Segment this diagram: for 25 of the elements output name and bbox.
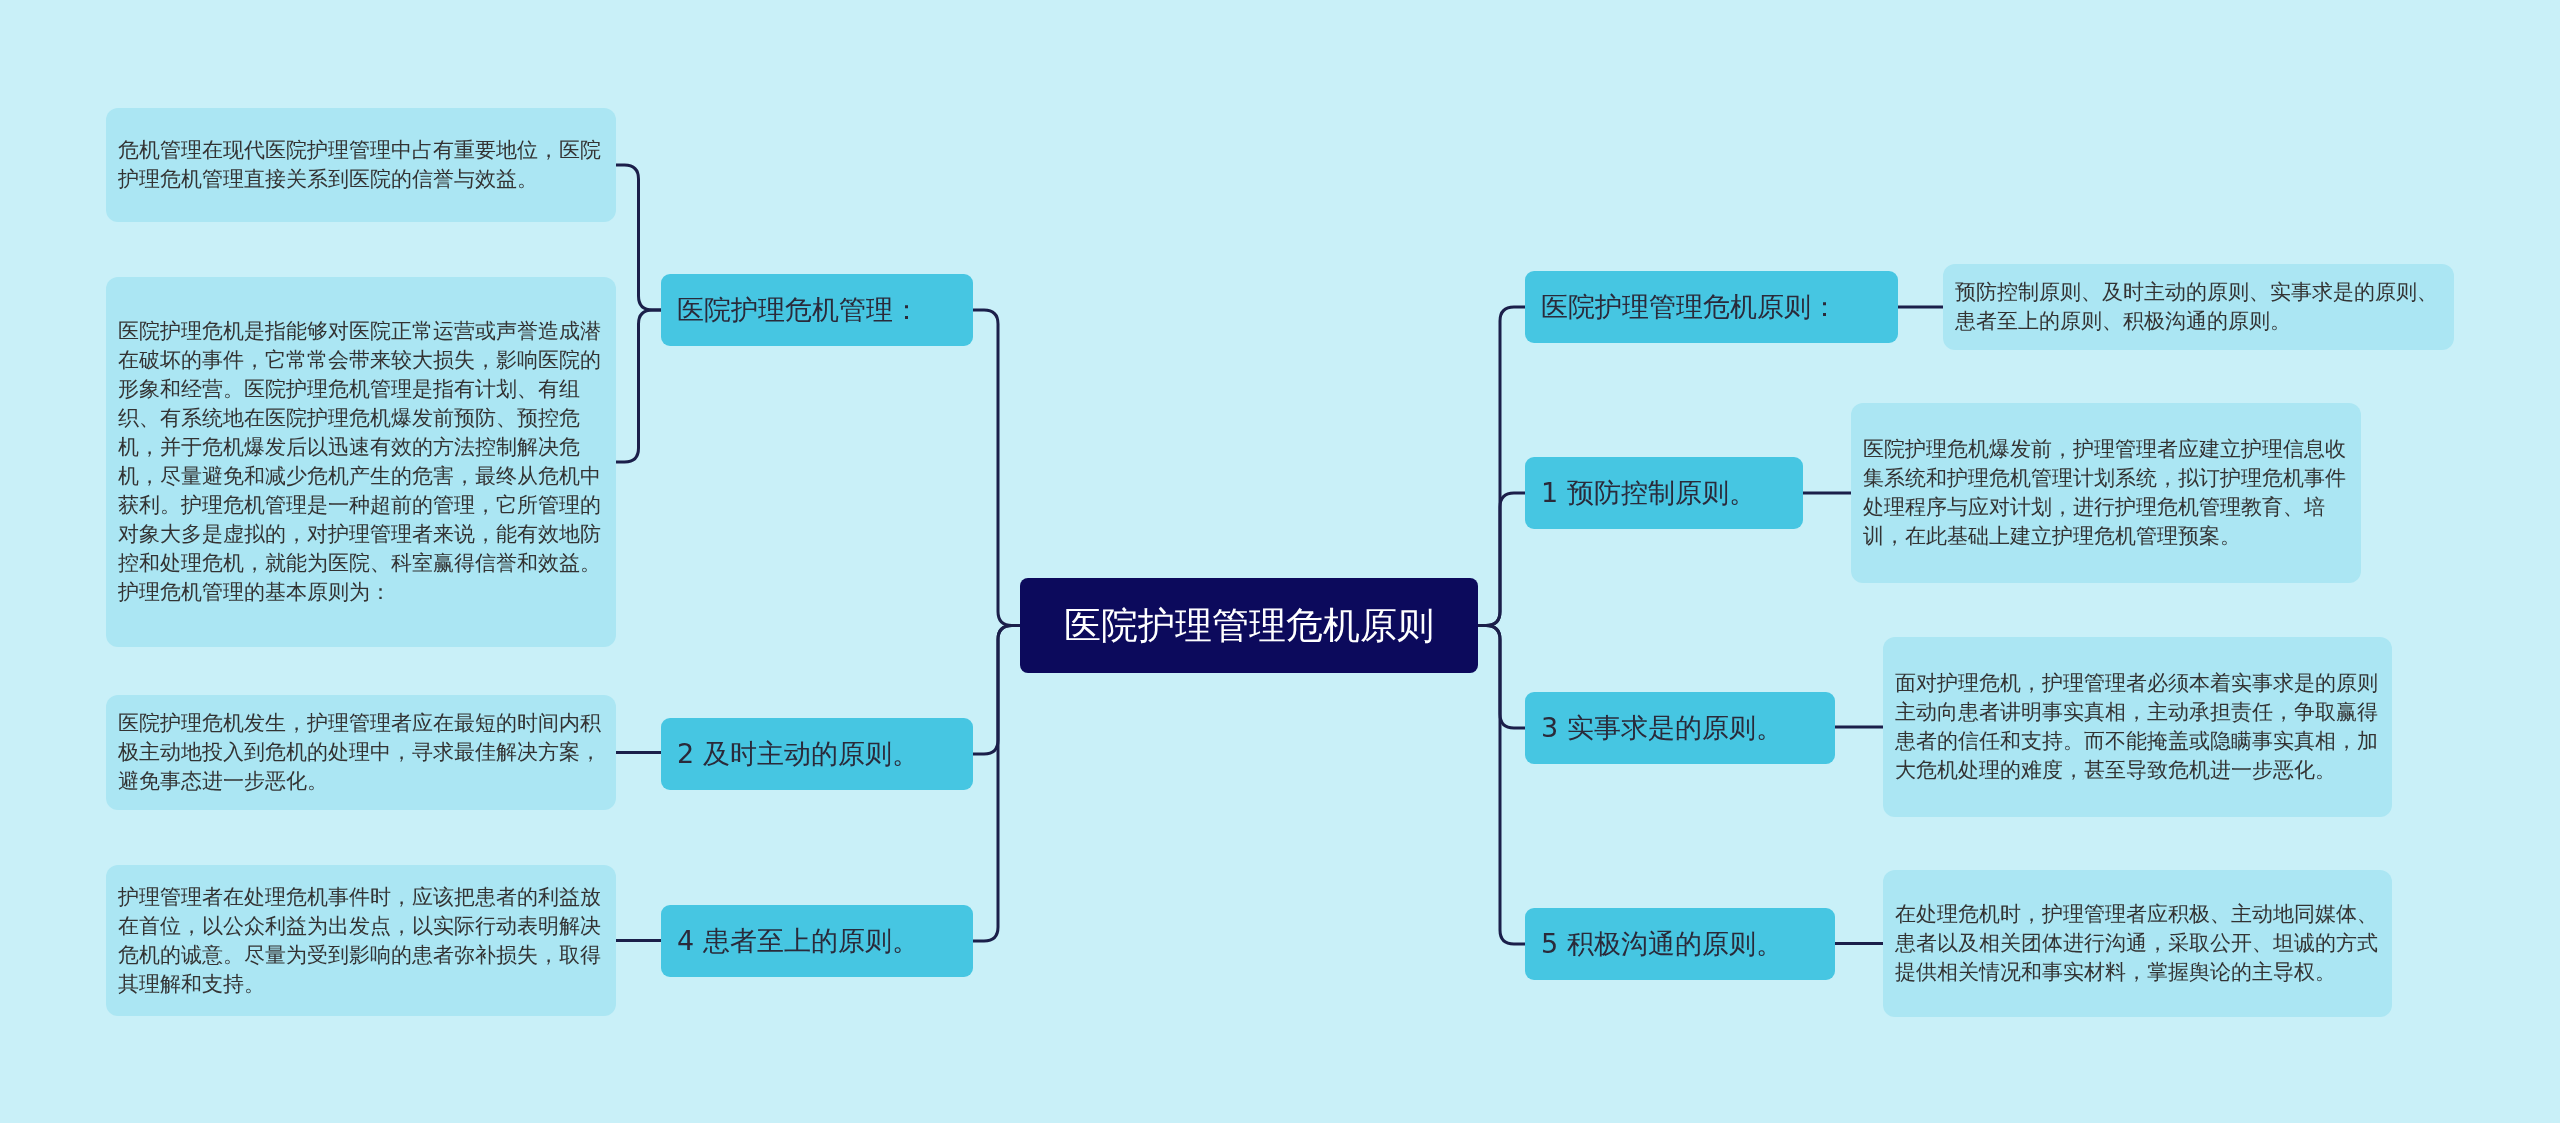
connector-line [973, 624, 1020, 943]
connector-line [1835, 725, 1883, 729]
note-card: 预防控制原则、及时主动的原则、实事求是的原则、患者至上的原则、积极沟通的原则。 [1943, 264, 2454, 350]
note-card: 面对护理危机，护理管理者必须本着实事求是的原则主动向患者讲明事实真相，主动承担责任，争取赢得患者的信任和支持。而不能掩盖或隐瞒事实真相，加大危机处理的难度，甚至导致危机进一步恶化。 [1883, 637, 2392, 817]
connector-line [1898, 305, 1943, 309]
connector-line [1803, 491, 1851, 495]
connector-line [616, 308, 661, 464]
note-card: 医院护理危机爆发前，护理管理者应建立护理信息收集系统和护理危机管理计划系统，拟订护理危机事件处理程序与应对计划，进行护理危机管理教育、培训，在此基础上建立护理危机管理预案。 [1851, 403, 2361, 583]
branch-topic: 2 及时主动的原则。 [661, 718, 973, 790]
branch-topic: 医院护理管理危机原则： [1525, 271, 1898, 343]
branch-topic: 4 患者至上的原则。 [661, 905, 973, 977]
connector-line [616, 939, 661, 942]
note-card: 医院护理危机发生，护理管理者应在最短的时间内积极主动地投入到危机的处理中，寻求最佳解决方案，避免事态进一步恶化。 [106, 695, 616, 810]
connector-line [1478, 624, 1525, 946]
branch-topic: 3 实事求是的原则。 [1525, 692, 1835, 764]
connector-line [616, 751, 661, 754]
note-card: 危机管理在现代医院护理管理中占有重要地位，医院护理危机管理直接关系到医院的信誉与效益。 [106, 108, 616, 222]
connector-line [1835, 942, 1883, 945]
central-topic: 医院护理管理危机原则 [1020, 578, 1478, 673]
branch-topic: 医院护理危机管理： [661, 274, 973, 346]
branch-topic: 1 预防控制原则。 [1525, 457, 1803, 529]
branch-topic: 5 积极沟通的原则。 [1525, 908, 1835, 980]
note-card: 医院护理危机是指能够对医院正常运营或声誉造成潜在破坏的事件，它常常会带来较大损失，影响医院的形象和经营。医院护理危机管理是指有计划、有组织、有系统地在医院护理危机爆发前预防、预控危机，并于危机爆发后以迅速有效的方法控制解决危机，尽量避免和减少危机产生的危害，最终从危机中获利。护理危机管理是一种超前的管理，它所管理的对象大多是虚拟的，对护理管理者来说，能有效地防控和处理危机，就能为医院、科室赢得信誉和效益。护理危机管理的基本原则为： [106, 277, 616, 647]
note-card: 护理管理者在处理危机事件时，应该把患者的利益放在首位，以公众利益为出发点，以实际行动表明解决危机的诚意。尽量为受到影响的患者弥补损失，取得其理解和支持。 [106, 865, 616, 1016]
note-card: 在处理危机时，护理管理者应积极、主动地同媒体、患者以及相关团体进行沟通，采取公开、坦诚的方式提供相关情况和事实材料，掌握舆论的主导权。 [1883, 870, 2392, 1017]
